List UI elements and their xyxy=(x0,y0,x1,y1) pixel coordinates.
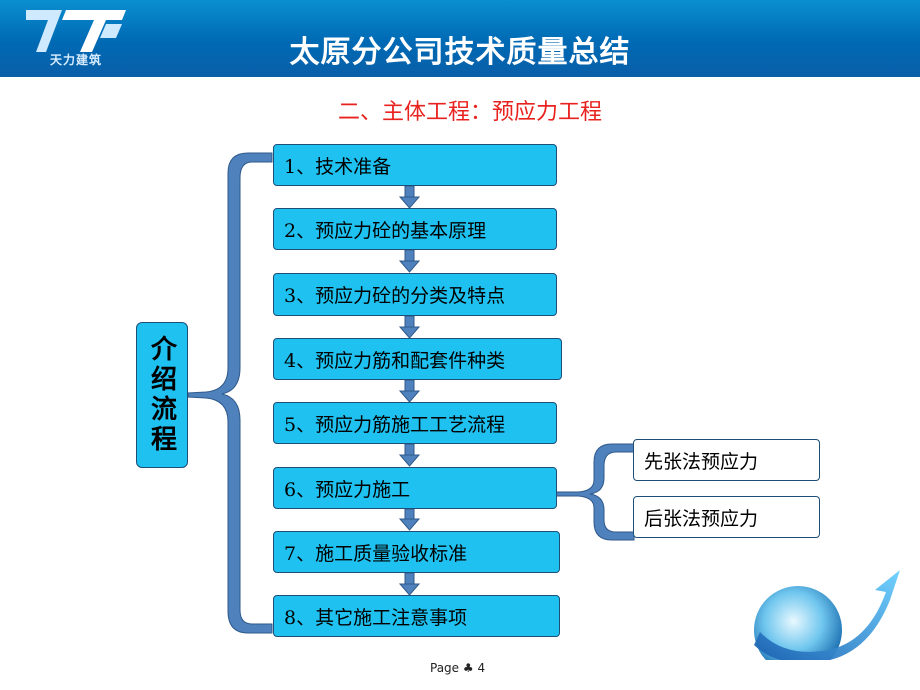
branch-box-pretension: 先张法预应力 xyxy=(633,439,820,481)
step-box-5: 5、预应力筋施工工艺流程 xyxy=(273,402,557,444)
flow-arrows xyxy=(398,185,421,596)
branch-box-posttension: 后张法预应力 xyxy=(633,496,820,538)
globe-arrow-icon xyxy=(754,570,900,674)
section-subtitle: 二、主体工程：预应力工程 xyxy=(337,100,602,125)
down-arrow-icon xyxy=(398,572,421,596)
footer-bar xyxy=(0,660,920,690)
page-number: Page ♣ 4 xyxy=(430,661,486,675)
header-bar: 天力建筑 太原分公司技术质量总结 xyxy=(0,0,920,77)
page-title: 太原分公司技术质量总结 xyxy=(289,35,631,70)
intro-flow-label: 介绍流程 xyxy=(146,335,177,455)
step-box-8: 8、其它施工注意事项 xyxy=(273,595,560,637)
step-box-4: 4、预应力筋和配套件种类 xyxy=(273,338,562,380)
down-arrow-icon xyxy=(398,379,421,403)
right-brace-shape xyxy=(555,443,635,541)
down-arrow-icon xyxy=(398,443,421,467)
down-arrow-icon xyxy=(398,315,421,339)
down-arrow-icon xyxy=(398,249,421,273)
company-logo-icon xyxy=(26,10,126,52)
logo-text: 天力建筑 xyxy=(50,53,103,67)
step-box-1: 1、技术准备 xyxy=(273,144,557,186)
intro-flow-label-box: 介绍流程 xyxy=(136,322,188,468)
step-box-7: 7、施工质量验收标准 xyxy=(273,531,560,573)
down-arrow-icon xyxy=(398,508,421,531)
step-box-3: 3、预应力砼的分类及特点 xyxy=(273,273,557,316)
step-box-6: 6、预应力施工 xyxy=(273,467,557,509)
step-box-2: 2、预应力砼的基本原理 xyxy=(273,208,557,250)
down-arrow-icon xyxy=(398,185,421,209)
left-brace-shape xyxy=(187,152,273,634)
